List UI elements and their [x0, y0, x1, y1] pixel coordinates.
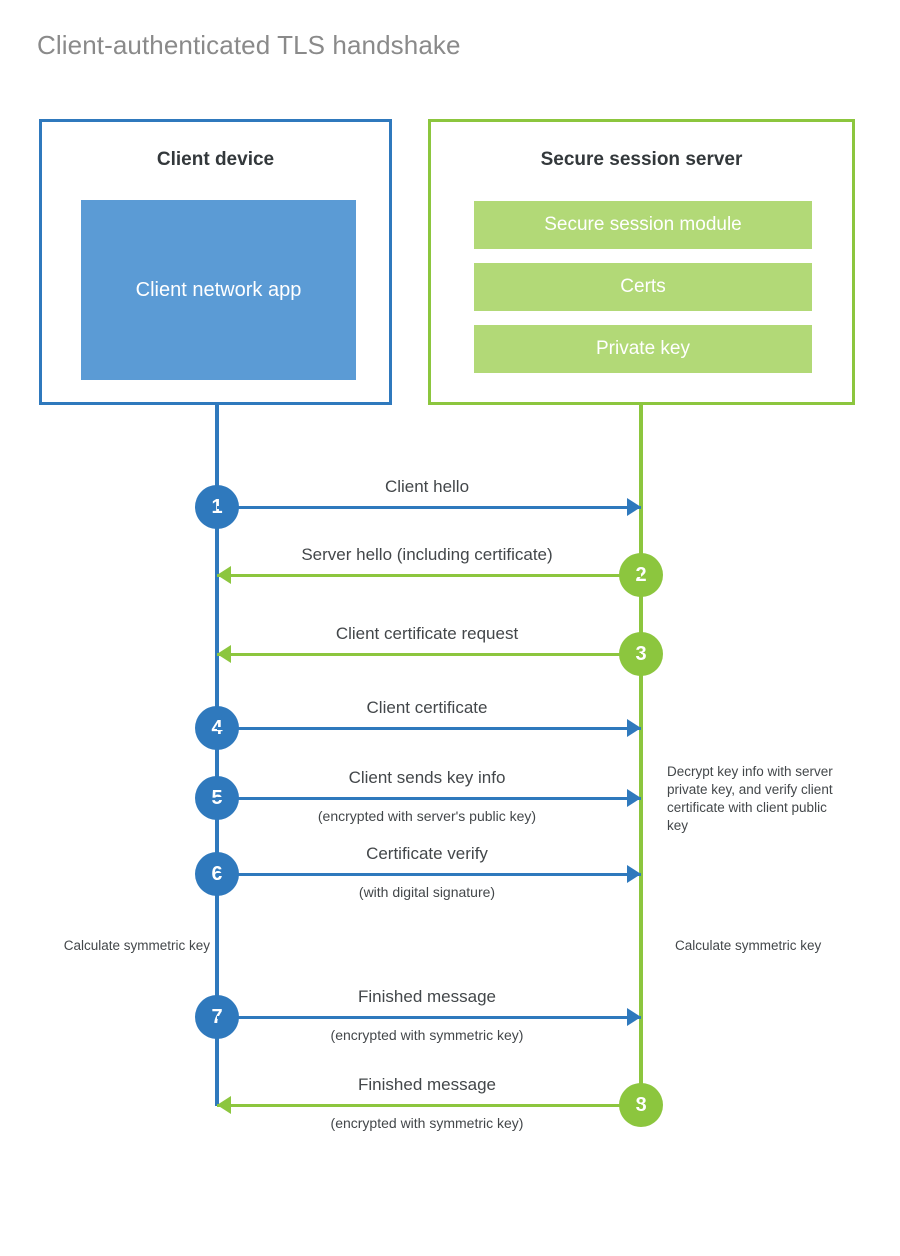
client-network-app-block: Client network app: [81, 200, 356, 380]
secure-session-server-title: Secure session server: [540, 149, 743, 170]
message-line-2: [217, 574, 641, 577]
client-network-app-label: Client network app: [135, 278, 302, 301]
message-line-5: [217, 797, 641, 800]
server-component-private-key: Private key: [474, 325, 812, 373]
message-sublabel-6: (with digital signature): [358, 884, 496, 900]
message-label-4: Client certificate: [366, 698, 488, 717]
arrow-head-7: [627, 1008, 641, 1026]
note-server-calculate-symmetric-key: Calculate symmetric key: [675, 938, 822, 953]
client-lifeline: [215, 403, 219, 1106]
secure-session-server-box: Secure session server Secure session mod…: [428, 119, 855, 405]
message-line-6: [217, 873, 641, 876]
page-title: Client-authenticated TLS handshake: [37, 30, 461, 60]
step-number-label: 3: [635, 642, 647, 665]
server-component-secure-session-module: Secure session module: [474, 201, 812, 249]
message-line-7: [217, 1016, 641, 1019]
message-sublabel-8: (encrypted with symmetric key): [330, 1115, 524, 1131]
step-number-label: 2: [635, 563, 647, 586]
note-server-decrypt: Decrypt key info with server private key…: [667, 764, 833, 833]
message-label-5: Client sends key info: [348, 768, 506, 787]
step-circle-2[interactable]: 2: [619, 553, 663, 597]
arrow-head-6: [627, 865, 641, 883]
server-component-certs: Certs: [474, 263, 812, 311]
message-line-4: [217, 727, 641, 730]
message-line-1: [217, 506, 641, 509]
message-label-6: Certificate verify: [366, 844, 488, 863]
arrow-head-2: [217, 566, 231, 584]
arrow-head-3: [217, 645, 231, 663]
client-device-title: Client device: [156, 149, 275, 170]
note-client-calculate-symmetric-key: Calculate symmetric key: [63, 938, 210, 953]
message-label-1: Client hello: [384, 477, 470, 496]
server-lifeline: [639, 403, 643, 1106]
arrow-head-4: [627, 719, 641, 737]
message-label-8: Finished message: [358, 1075, 496, 1094]
step-circle-8[interactable]: 8: [619, 1083, 663, 1127]
message-sublabel-7: (encrypted with symmetric key): [330, 1027, 524, 1043]
arrow-head-1: [627, 498, 641, 516]
arrow-head-5: [627, 789, 641, 807]
message-line-3: [217, 653, 641, 656]
message-line-8: [217, 1104, 641, 1107]
step-number-label: 8: [635, 1093, 647, 1116]
message-sublabel-5: (encrypted with server's public key): [317, 808, 537, 824]
message-label-7: Finished message: [358, 987, 496, 1006]
message-label-2: Server hello (including certificate): [301, 545, 553, 564]
arrow-head-8: [217, 1096, 231, 1114]
client-device-box: Client device Client network app: [39, 119, 392, 405]
message-label-3: Client certificate request: [335, 624, 519, 643]
